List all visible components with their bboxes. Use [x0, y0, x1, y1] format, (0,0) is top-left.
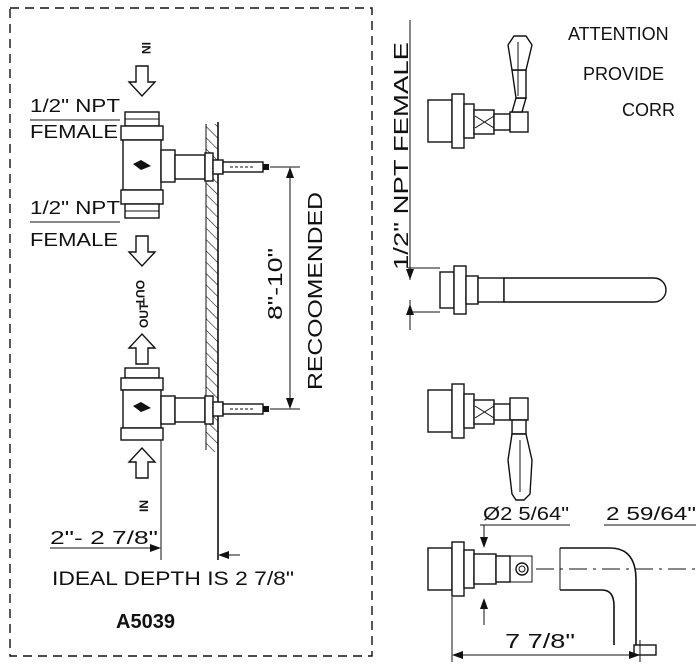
attention-line1: ATTENTION [568, 24, 669, 44]
recommended-label: RECOOMENDED [305, 192, 327, 390]
npt-female-vertical-label: 1/2" NPT FEMALE [391, 42, 413, 270]
npt-female-top-line2: FEMALE [30, 122, 118, 142]
overall-length-label: 7 7/8" [505, 631, 575, 653]
spout-side-view [408, 265, 667, 315]
spacing-dimension [270, 166, 300, 410]
attention-line2: PROVIDE [583, 64, 664, 84]
spacing-range-label: 8"-10" [265, 248, 287, 320]
spout-top-view [427, 541, 696, 656]
depth-dimension [50, 440, 240, 560]
ideal-depth-label: IDEAL DEPTH IS 2 7/8" [52, 569, 294, 590]
in-label-bottom: IN [137, 500, 151, 512]
flow-arrow-up-mid-icon [127, 332, 157, 365]
diameter-label: Ø2 5/64" [483, 504, 569, 524]
lower-valve-body [120, 367, 269, 441]
npt-female-bottom-line2: FEMALE [30, 230, 118, 250]
lower-handle-valve [427, 383, 533, 501]
upper-valve-body [120, 111, 269, 219]
npt-female-top-line1: 1/2" NPT [30, 96, 120, 116]
attention-line3: CORR [622, 100, 675, 120]
flow-arrow-up-bottom-icon [127, 446, 157, 479]
wall-section [205, 122, 219, 560]
npt-female-bottom-line1: 1/2" NPT [30, 198, 120, 218]
in-label-top: IN [139, 42, 153, 54]
model-number: A5039 [116, 611, 175, 633]
flow-arrow-down-mid-icon [127, 235, 157, 268]
out-label-1: OUT [133, 280, 147, 306]
flow-arrow-down-top-icon [127, 65, 157, 98]
depth-range-label: 2"- 2 7/8" [50, 528, 158, 548]
out-label-2: OUT [137, 302, 151, 328]
dashed-boundary-box [9, 7, 373, 657]
upper-handle-valve [427, 35, 533, 149]
spout-projection-label: 2 59/64" [606, 504, 696, 524]
